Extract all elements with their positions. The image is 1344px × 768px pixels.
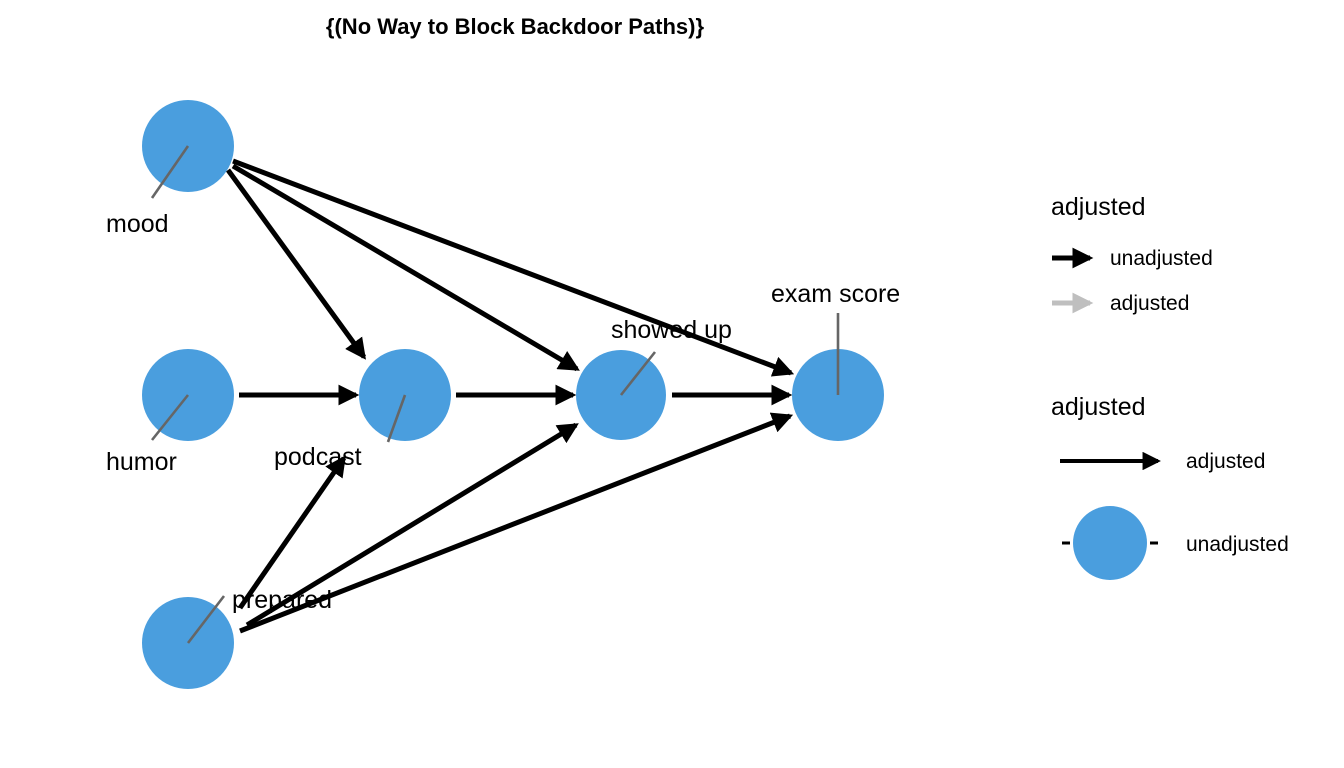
node-label-examscore: exam score: [771, 280, 900, 308]
legend-title-edge-legend: adjusted: [1051, 193, 1146, 221]
edge-prepared-to-showedup: [245, 422, 579, 628]
edge-mood-to-podcast: [225, 168, 367, 360]
edge-prepared-to-examscore: [239, 412, 794, 634]
node-label-humor: humor: [106, 448, 177, 476]
leader-line-mood: [150, 145, 190, 199]
leader-line-prepared: [186, 595, 226, 644]
node-labels-layer: mood humor podcast prepared showed up exam sc…: [106, 145, 900, 644]
legend-item-label-adjusted: adjusted: [1186, 450, 1265, 473]
node-label-prepared: prepared: [232, 586, 332, 614]
legend-item-label-unadjusted: unadjusted: [1110, 247, 1213, 270]
legends-layer: adjusted unadjusted adjusted adjusted adjust…: [1051, 193, 1289, 580]
edge-mood-to-examscore: [232, 158, 795, 377]
edges-layer: [225, 158, 795, 634]
legend-item-label-unadjusted: unadjusted: [1186, 533, 1289, 556]
node-label-showedup: showed up: [611, 316, 732, 344]
edge-prepared-to-podcast: [237, 455, 347, 610]
node-label-mood: mood: [106, 210, 169, 238]
leader-line-showedup: [619, 351, 657, 396]
node-label-podcast: podcast: [274, 443, 362, 471]
leader-line-podcast: [386, 394, 407, 443]
legend-title-node-legend: adjusted: [1051, 393, 1146, 421]
leader-line-humor: [150, 394, 190, 441]
page-title: {(No Way to Block Backdoor Paths)}: [325, 14, 705, 39]
legend-item-label-adjusted: adjusted: [1110, 292, 1189, 315]
edge-mood-to-showedup: [231, 163, 580, 372]
legend-node-swatch-unadjusted: [1073, 506, 1147, 580]
